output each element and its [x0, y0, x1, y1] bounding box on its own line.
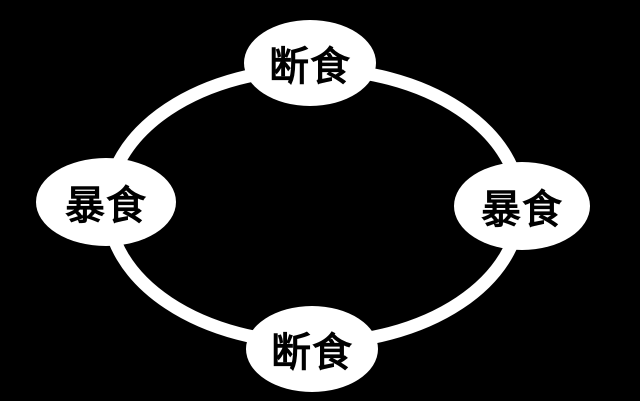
node-top-label: 断食 [269, 44, 351, 90]
node-left-binge: 暴食 [36, 158, 176, 246]
node-top-fasting: 断食 [244, 20, 376, 106]
node-bottom-label: 断食 [271, 330, 353, 376]
node-bottom-fasting: 断食 [246, 306, 378, 392]
node-right-binge: 暴食 [454, 162, 590, 250]
node-right-label: 暴食 [481, 187, 563, 233]
node-left-label: 暴食 [65, 183, 147, 229]
